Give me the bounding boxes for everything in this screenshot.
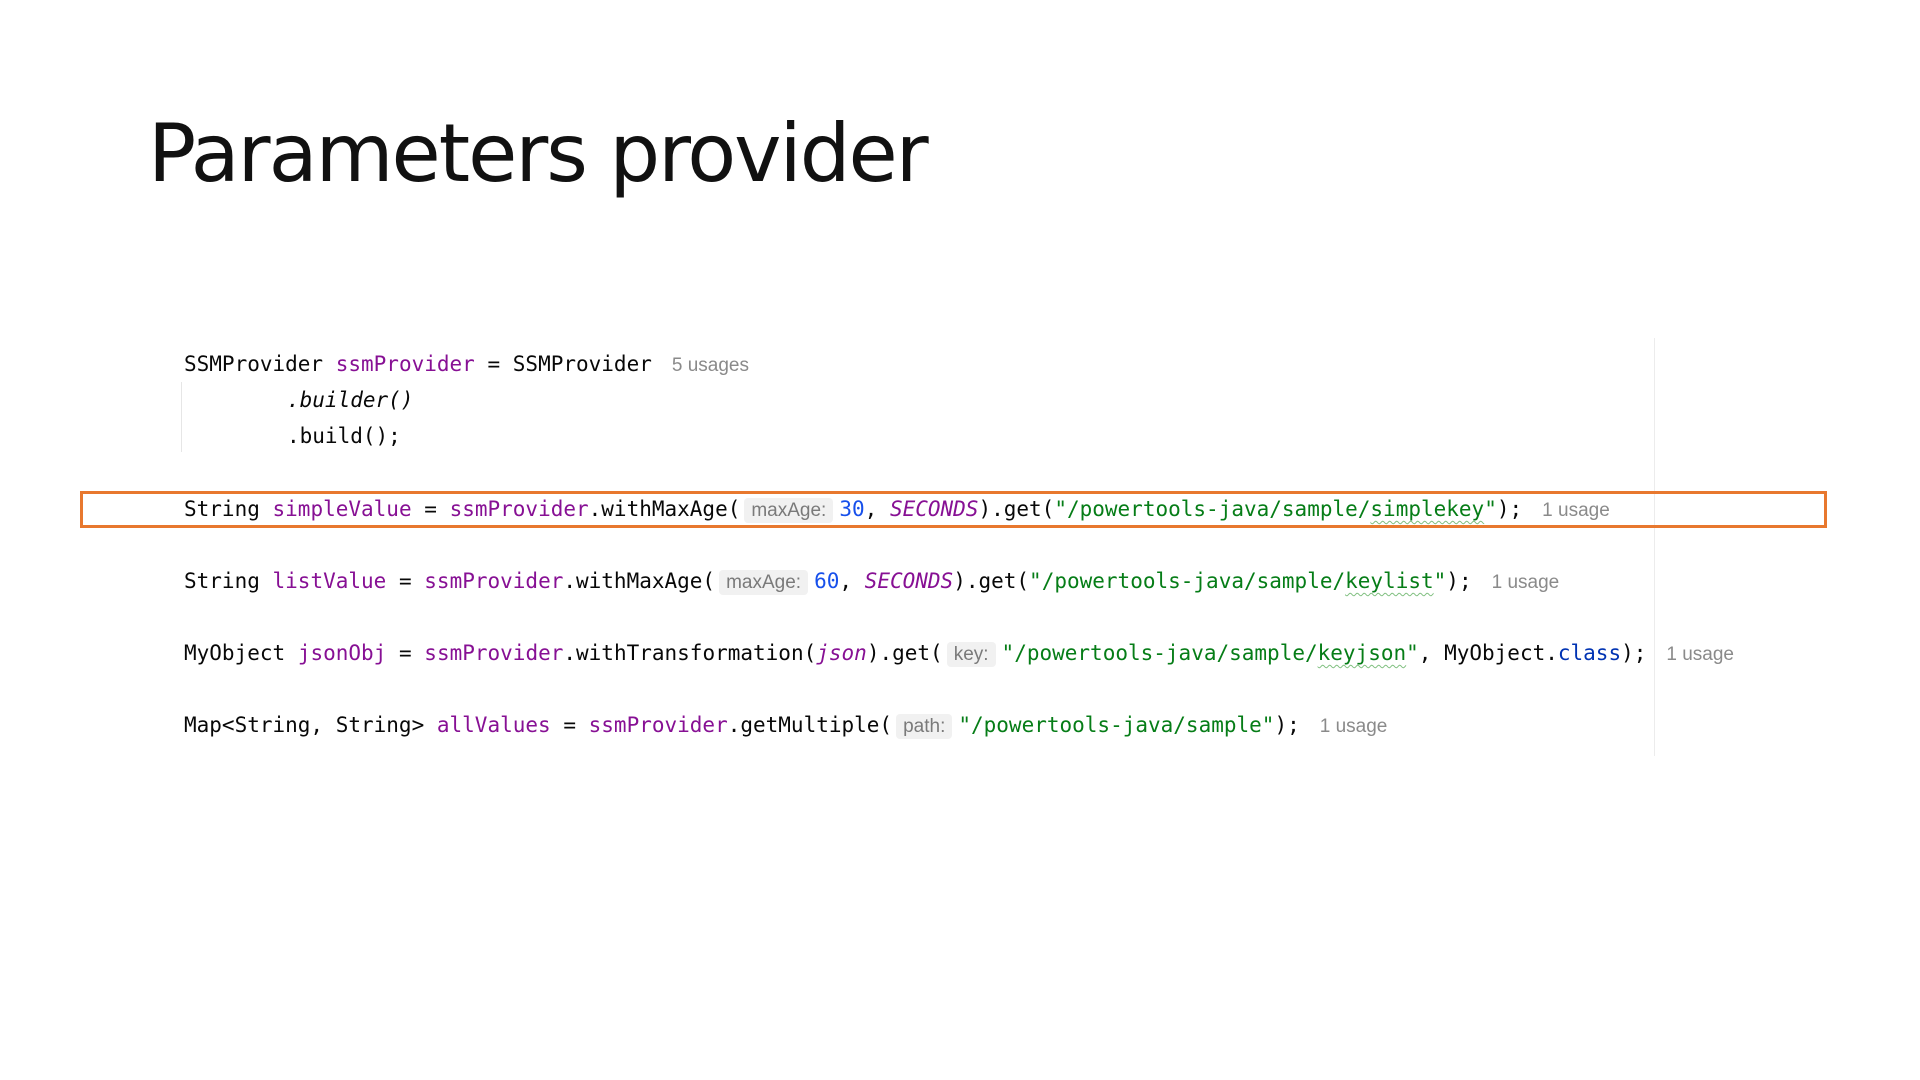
parameter-hint: key: xyxy=(946,642,996,667)
code-line-all-values: Map<String, String> allValues = ssmProvi… xyxy=(184,707,1387,743)
code-line-list-value: String listValue = ssmProvider.withMaxAg… xyxy=(184,563,1559,599)
variable-name: ssmProvider xyxy=(335,352,475,376)
code-line-builder: .builder() xyxy=(184,382,413,418)
type-name: MyObject xyxy=(184,641,286,665)
code-line-simple-value: String simpleValue = ssmProvider.withMax… xyxy=(184,491,1610,527)
statement-end: ); xyxy=(1496,497,1523,521)
type-name: Map<String, String> xyxy=(184,713,425,737)
usage-hint[interactable]: 1 usage xyxy=(1542,500,1610,521)
method-call: ).get( xyxy=(866,641,943,665)
usage-hint[interactable]: 5 usages xyxy=(671,355,749,376)
code-line-ssm-provider-decl: SSMProvider ssmProvider = SSMProvider 5 u… xyxy=(184,346,749,382)
assign-operator: = xyxy=(487,352,501,376)
object-reference: ssmProvider xyxy=(424,641,564,665)
code-line-json-obj: MyObject jsonObj = ssmProvider.withTrans… xyxy=(184,635,1734,671)
string-literal-start: "/powertools-java/sample/ xyxy=(1001,641,1318,665)
constant-name: SECONDS xyxy=(889,497,979,521)
string-literal-end: " xyxy=(1433,569,1447,593)
method-call: .withMaxAge( xyxy=(588,497,741,521)
string-literal-typo: simplekey xyxy=(1370,497,1485,521)
comma: , xyxy=(839,569,853,593)
method-call: .build(); xyxy=(287,424,401,448)
variable-name: allValues xyxy=(436,713,551,737)
method-call: .builder() xyxy=(287,388,414,412)
constant-name: SECONDS xyxy=(864,569,954,593)
statement-end: ); xyxy=(1274,713,1300,737)
method-call: .getMultiple( xyxy=(727,713,893,737)
method-call: ).get( xyxy=(953,569,1030,593)
string-literal-end: " xyxy=(1406,641,1419,665)
method-call: .withTransformation( xyxy=(563,641,817,665)
argument-name: json xyxy=(816,641,867,665)
method-call: .withMaxAge( xyxy=(563,569,716,593)
object-reference: ssmProvider xyxy=(588,713,728,737)
object-reference: ssmProvider xyxy=(449,497,589,521)
string-literal-typo: keyjson xyxy=(1317,641,1407,665)
method-call: ).get( xyxy=(978,497,1055,521)
string-literal-end: " xyxy=(1484,497,1497,521)
code-line-build: .build(); xyxy=(184,418,401,454)
assign-operator: = xyxy=(398,641,412,665)
statement-end: ); xyxy=(1446,569,1472,593)
assign-operator: = xyxy=(424,497,437,521)
variable-name: jsonObj xyxy=(297,641,387,665)
class-reference: SSMProvider xyxy=(512,352,652,376)
variable-name: simpleValue xyxy=(272,497,412,521)
type-name: SSMProvider xyxy=(184,352,324,376)
string-literal: "/powertools-java/sample" xyxy=(958,713,1275,737)
usage-hint[interactable]: 1 usage xyxy=(1491,572,1560,593)
type-name: String xyxy=(184,497,260,521)
type-name: String xyxy=(184,569,260,593)
parameter-hint: maxAge: xyxy=(744,498,834,523)
parameter-hint: maxAge: xyxy=(719,570,809,595)
string-literal-typo: keylist xyxy=(1345,569,1434,593)
usage-hint[interactable]: 1 usage xyxy=(1319,716,1388,737)
highlight-box xyxy=(80,491,1827,528)
string-literal-start: "/powertools-java/sample/ xyxy=(1054,497,1371,521)
class-reference: , MyObject. xyxy=(1418,641,1558,665)
variable-name: listValue xyxy=(272,569,387,593)
statement-end: ); xyxy=(1621,641,1647,665)
object-reference: ssmProvider xyxy=(424,569,564,593)
slide-title: Parameters provider xyxy=(148,107,929,200)
editor-right-margin-guide xyxy=(1654,338,1655,756)
comma: , xyxy=(864,497,878,521)
assign-operator: = xyxy=(398,569,412,593)
keyword: class xyxy=(1557,641,1622,665)
usage-hint[interactable]: 1 usage xyxy=(1666,644,1735,665)
number-literal: 60 xyxy=(814,569,840,593)
number-literal: 30 xyxy=(839,497,865,521)
parameter-hint: path: xyxy=(896,714,953,739)
assign-operator: = xyxy=(563,713,576,737)
editor-indent-guide xyxy=(181,382,182,452)
string-literal-start: "/powertools-java/sample/ xyxy=(1029,569,1346,593)
